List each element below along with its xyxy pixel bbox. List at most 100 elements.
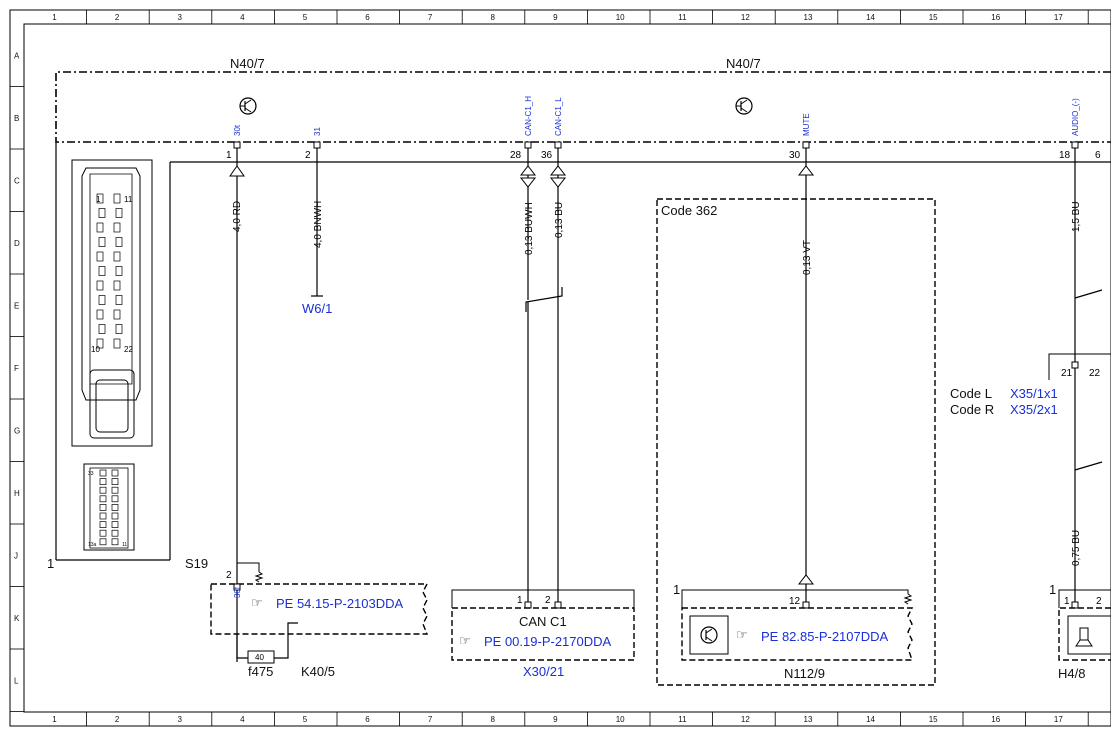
grid-column-label: 8	[491, 715, 496, 724]
connector-pictogram: 1 11 10 22	[71, 159, 153, 447]
pin-num-18: 18	[1059, 150, 1071, 161]
fuse-f475-label: f475	[248, 664, 273, 679]
grid-row-label: L	[14, 676, 19, 685]
can-pin-2: 2	[545, 595, 551, 606]
n112-pin-ref: 1	[673, 582, 680, 597]
small-pin-top: 33	[88, 471, 94, 477]
can-c1-title: CAN C1	[519, 614, 567, 629]
grid-column-label: 3	[178, 13, 183, 22]
grid-column-label: 8	[491, 13, 496, 22]
module-n112-9: 1 12 ☞ PE 82.85-P-2107DDA N112/9	[673, 582, 914, 681]
connector-bar: 1	[47, 142, 1111, 571]
transistor-icon	[735, 97, 753, 115]
code-lr-legend: Code L Code R X35/1x1 X35/2x1	[950, 386, 1058, 417]
speaker-icon	[1067, 615, 1111, 655]
grid-column-label: 14	[866, 13, 875, 22]
pin-signal-can-l: CAN-C1_L	[554, 97, 563, 136]
grid-column-label: 6	[365, 13, 370, 22]
s19-pin-2: 2	[226, 570, 232, 581]
grid-column-label: 9	[553, 715, 558, 724]
pin-signal-mute: MUTE	[802, 113, 811, 136]
grid-column-label: 9	[553, 13, 558, 22]
grid-column-label: 12	[741, 13, 750, 22]
h4-pin-2: 2	[1096, 596, 1102, 607]
grid-row-label: D	[14, 239, 20, 248]
ground-w6-1: W6/1	[302, 301, 332, 316]
x30-21-link[interactable]: X30/21	[523, 664, 564, 679]
small-pin-bottom-right: 11	[122, 542, 127, 548]
grid-row-label: C	[14, 176, 20, 185]
grid-column-label: 6	[365, 715, 370, 724]
grid-column-label: 1	[52, 13, 57, 22]
speaker-h4-8: 1 1 2 H4/8	[1049, 582, 1111, 681]
grid-row-label: J	[14, 551, 18, 560]
grid-column-label: 12	[741, 715, 750, 724]
pin-signal-31: 31	[313, 127, 322, 136]
pin-num-36: 36	[541, 150, 553, 161]
pin-num-2: 2	[305, 150, 311, 161]
h4-pin-1: 1	[1064, 596, 1070, 607]
pin-num-10: 10	[91, 345, 100, 354]
pin-signal-30t: 30t	[233, 124, 242, 136]
fuse-doc-link[interactable]: PE 54.15-P-2103DDA	[276, 596, 404, 611]
x35-pin-21: 21	[1061, 368, 1073, 379]
can-doc-link[interactable]: PE 00.19-P-2170DDA	[484, 634, 612, 649]
control-unit-label-left: N40/7	[230, 56, 265, 71]
code-362-box: Code 362	[656, 198, 936, 686]
grid-row-label: K	[14, 614, 20, 623]
code-r-label: Code R	[950, 402, 994, 417]
can-junction-x30-21: 1 2 CAN C1 ☞ PE 00.19-P-2170DDA X30/21	[451, 589, 635, 679]
pin-signal-can-h: CAN-C1_H	[524, 96, 533, 136]
wire-label-4-0-bnwh: 4,0 BNWH	[313, 201, 324, 248]
amplifier-icon	[689, 615, 729, 655]
grid-column-label: 15	[929, 13, 938, 22]
n112-pin-12: 12	[789, 596, 801, 607]
control-unit-label-right: N40/7	[726, 56, 761, 71]
wire-label-0-13-vt: 0,13 VT	[802, 240, 813, 275]
pin-num-30: 30	[789, 150, 801, 161]
small-pin-bottom-left: 13a	[88, 542, 97, 548]
fuse-signal-30t: 30t	[233, 586, 242, 598]
wire-mute: MUTE 30 0,13 VT	[789, 113, 815, 604]
grid-column-label: 13	[804, 715, 813, 724]
s19-label: S19	[185, 556, 208, 571]
connector-ref-label: 1	[47, 556, 54, 571]
h4-8-label: H4/8	[1058, 666, 1085, 681]
grid-column-label: 1	[52, 715, 57, 724]
grid-column-label: 10	[616, 715, 625, 724]
wire-label-0-13-bu: 0,13 BU	[554, 202, 565, 238]
grid-column-label: 7	[428, 13, 433, 22]
x35-1x1-link[interactable]: X35/1x1	[1010, 386, 1058, 401]
grid-column-label: 2	[115, 13, 120, 22]
hand-icon: ☞	[459, 633, 471, 648]
grid-column-label: 4	[240, 715, 245, 724]
pin-num-1: 1	[226, 150, 232, 161]
pin-num-1: 1	[96, 195, 101, 204]
relay-k40-5-label: K40/5	[301, 664, 335, 679]
grid-column-label: 4	[240, 13, 245, 22]
h4-pin-ref: 1	[1049, 582, 1056, 597]
grid-column-label: 5	[303, 715, 308, 724]
hand-icon: ☞	[736, 627, 748, 642]
wire-label-0-75-bu: 0,75 BU	[1071, 530, 1082, 566]
amp-doc-link[interactable]: PE 82.85-P-2107DDA	[761, 629, 889, 644]
grid-column-label: 11	[678, 715, 687, 724]
n112-9-label: N112/9	[784, 666, 825, 681]
fuse-rating: 40	[255, 653, 264, 662]
pin-num-22: 22	[124, 345, 133, 354]
code-l-label: Code L	[950, 386, 992, 401]
control-unit-boundary: N40/7 N40/7	[55, 56, 1111, 143]
transistor-icon	[239, 97, 257, 115]
wire-audio: AUDIO_(-) 18 6 1,5 BU 0,75 BU 21 22	[1048, 98, 1111, 604]
grid-row-label: G	[14, 426, 20, 435]
grid-column-label: 15	[929, 715, 938, 724]
wire-label-1-5-bu: 1,5 BU	[1071, 201, 1082, 232]
x35-2x1-link[interactable]: X35/2x1	[1010, 402, 1058, 417]
grid-column-label: 3	[178, 715, 183, 724]
grid-column-label: 16	[991, 13, 1000, 22]
pin-num-6: 6	[1095, 150, 1101, 161]
can-pin-1: 1	[517, 595, 523, 606]
grid-column-label: 11	[678, 13, 687, 22]
grid-column-label: 2	[115, 715, 120, 724]
